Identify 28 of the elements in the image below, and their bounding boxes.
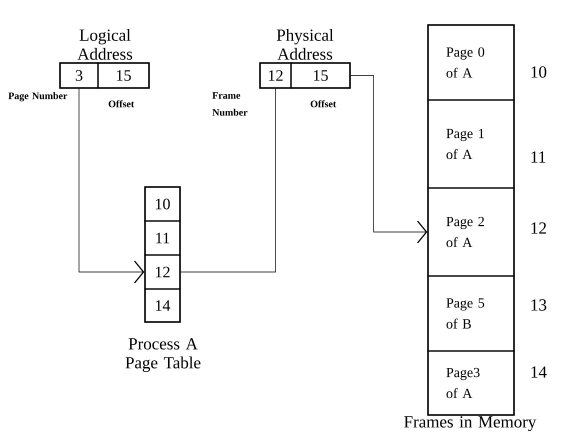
memory-frame: Page 5 of B	[427, 275, 515, 352]
field-label: Page Number	[8, 92, 68, 102]
memory-frame: Page 2 of A	[427, 187, 515, 277]
cell: 12	[144, 254, 181, 290]
frame-number: 10	[531, 66, 546, 78]
cell: 10	[144, 186, 181, 222]
memory-frame: Page 1 of A	[427, 99, 515, 189]
cell: 15	[290, 62, 351, 89]
heading: Process A Page Table	[126, 338, 200, 372]
heading: Physical Address	[276, 28, 334, 60]
memory-frame: Page 0 of A	[427, 24, 515, 101]
cell: 11	[144, 220, 181, 256]
field-label: Offset	[310, 100, 336, 108]
frame-number: 14	[531, 366, 547, 378]
field-label: Frame Number	[212, 92, 248, 116]
heading: Frames in Memory	[404, 416, 536, 432]
heading: Logical Address	[77, 28, 132, 60]
frame-number: 13	[531, 299, 546, 311]
arrow	[78, 88, 144, 284]
frame-number: 12	[531, 222, 546, 234]
memory-frame: Page3 of A	[427, 350, 515, 416]
frame-number: 11	[531, 151, 546, 163]
arrow	[350, 75, 428, 244]
cell: 15	[97, 62, 150, 89]
cell: 14	[144, 288, 181, 323]
field-label: Offset	[108, 100, 134, 108]
cell: 12	[259, 62, 292, 89]
cell: 3	[59, 62, 99, 89]
